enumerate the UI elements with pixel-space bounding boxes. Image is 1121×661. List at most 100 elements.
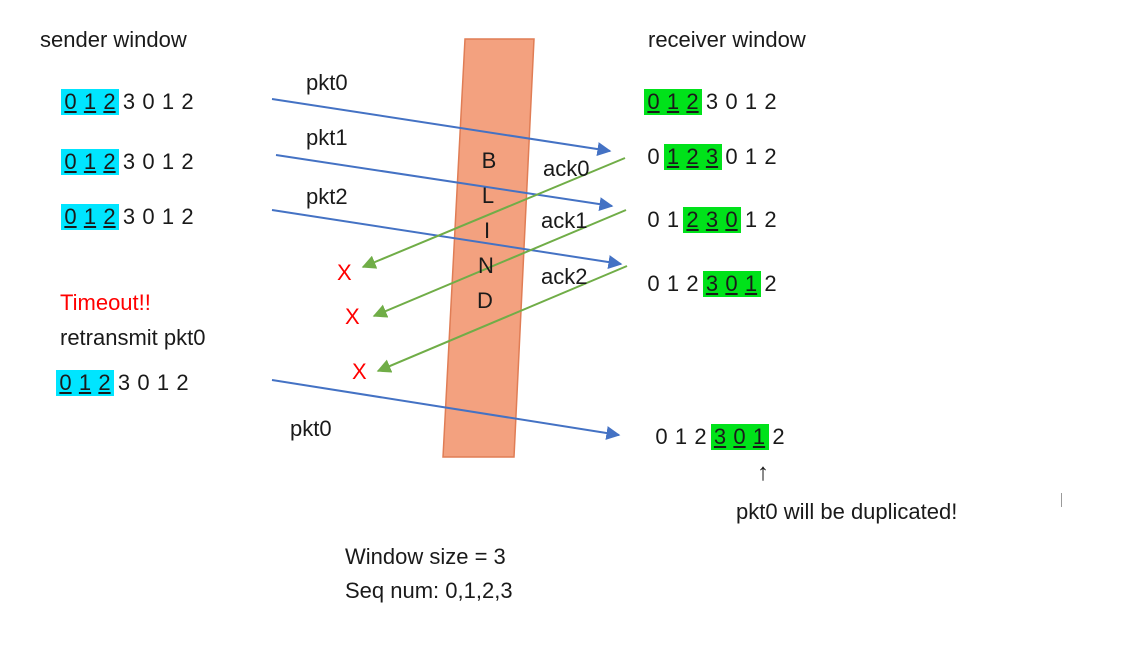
pkt1-label: pkt1 [306, 125, 348, 150]
seq-digit: 2 [181, 204, 194, 229]
seq-digit: 1 [666, 271, 680, 296]
seq-digit: 0 [137, 370, 150, 395]
sender-window-title: sender window [40, 27, 187, 52]
window-highlight [61, 204, 119, 230]
seq-digit: 1 [161, 149, 175, 174]
seq-digit: 1 [744, 144, 758, 169]
seq-digit: 2 [686, 271, 699, 296]
blind-letter: I [483, 218, 491, 243]
seq-num-text: Seq num: 0,1,2,3 [345, 578, 513, 603]
seq-digit: 2 [772, 424, 785, 449]
seq-digit: 3 [122, 149, 136, 174]
seq-digit: 3 [122, 204, 136, 229]
duplicate-note: pkt0 will be duplicated! [736, 499, 958, 524]
seq-digit: 2 [764, 271, 777, 296]
ack1-arrow [372, 209, 627, 318]
seq-digit: 1 [83, 89, 97, 114]
blind-letter: B [481, 148, 497, 173]
divider-mark [1061, 493, 1062, 507]
seq-digit: 1 [161, 204, 175, 229]
seq-digit: 0 [142, 89, 155, 114]
seq-digit: 0 [64, 89, 77, 114]
seq-digit: 0 [647, 144, 660, 169]
seq-digit: 0 [647, 207, 660, 232]
seq-digit: 0 [733, 424, 746, 449]
pkt0-retransmit-arrow [271, 379, 621, 440]
seq-digit: 2 [181, 149, 194, 174]
window-size-text: Window size = 3 [345, 544, 506, 569]
seq-digit: 2 [686, 89, 699, 114]
ack2-label: ack2 [541, 264, 588, 289]
seq-digit: 0 [59, 370, 72, 395]
ack2-arrow [376, 265, 628, 373]
seq-digit: 1 [744, 271, 758, 296]
receiver-window-title: receiver window [648, 27, 806, 52]
ack1-label: ack1 [541, 208, 588, 233]
retransmit-text: retransmit pkt0 [60, 325, 206, 350]
blind-letter: D [477, 288, 493, 313]
ack0-label: ack0 [543, 156, 590, 181]
seq-digit: 0 [64, 149, 77, 174]
blind-letter: L [481, 183, 495, 208]
timeout-text: Timeout!! [60, 290, 151, 315]
ack0-arrow [361, 157, 626, 269]
lost-mark: X [352, 359, 367, 384]
seq-digit: 0 [725, 207, 738, 232]
seq-digit: 0 [64, 204, 77, 229]
seq-digit: 0 [725, 271, 738, 296]
seq-digit: 1 [78, 370, 92, 395]
seq-digit: 1 [744, 207, 758, 232]
seq-digit: 1 [752, 424, 766, 449]
seq-digit: 3 [705, 271, 719, 296]
window-highlight [710, 424, 769, 450]
window-highlight [56, 370, 114, 396]
seq-digit: 3 [705, 89, 719, 114]
pkt2-arrow [271, 209, 623, 269]
seq-digit: 1 [83, 149, 97, 174]
seq-digit: 1 [83, 204, 97, 229]
seq-digit: 2 [176, 370, 189, 395]
lost-mark: X [345, 304, 360, 329]
window-highlight [61, 89, 119, 115]
seq-digit: 0 [142, 204, 155, 229]
window-highlight [61, 149, 119, 175]
seq-digit: 2 [694, 424, 707, 449]
seq-digit: 3 [705, 144, 719, 169]
seq-digit: 3 [122, 89, 136, 114]
pkt0-retransmit-label: pkt0 [290, 416, 332, 441]
window-highlight [702, 271, 761, 297]
seq-digit: 1 [156, 370, 170, 395]
pkt2-label: pkt2 [306, 184, 348, 209]
seq-digit: 2 [103, 149, 116, 174]
seq-digit: 0 [142, 149, 155, 174]
seq-digit: 0 [647, 271, 660, 296]
duplicate-arrow-icon: ↑ [757, 459, 769, 486]
seq-digit: 2 [764, 144, 777, 169]
window-highlight [644, 89, 702, 115]
seq-digit: 0 [647, 89, 660, 114]
seq-digit: 0 [655, 424, 668, 449]
seq-digit: 0 [725, 144, 738, 169]
seq-digit: 2 [686, 207, 699, 232]
seq-digit: 1 [744, 89, 758, 114]
seq-digit: 1 [161, 89, 175, 114]
seq-digit: 2 [764, 89, 777, 114]
pkt0-label: pkt0 [306, 70, 348, 95]
seq-digit: 2 [103, 89, 116, 114]
pkt0-arrow [271, 98, 612, 157]
seq-digit: 3 [705, 207, 719, 232]
seq-digit: 2 [103, 204, 116, 229]
seq-digit: 1 [666, 89, 680, 114]
seq-digit: 2 [764, 207, 777, 232]
seq-digit: 2 [98, 370, 111, 395]
window-highlight [683, 207, 741, 233]
seq-digit: 3 [117, 370, 131, 395]
blind-letter: N [478, 253, 494, 278]
seq-digit: 2 [686, 144, 699, 169]
blind-band [442, 38, 535, 458]
seq-digit: 1 [666, 207, 680, 232]
pkt1-arrow [275, 154, 614, 212]
seq-digit: 1 [666, 144, 680, 169]
seq-digit: 1 [674, 424, 688, 449]
